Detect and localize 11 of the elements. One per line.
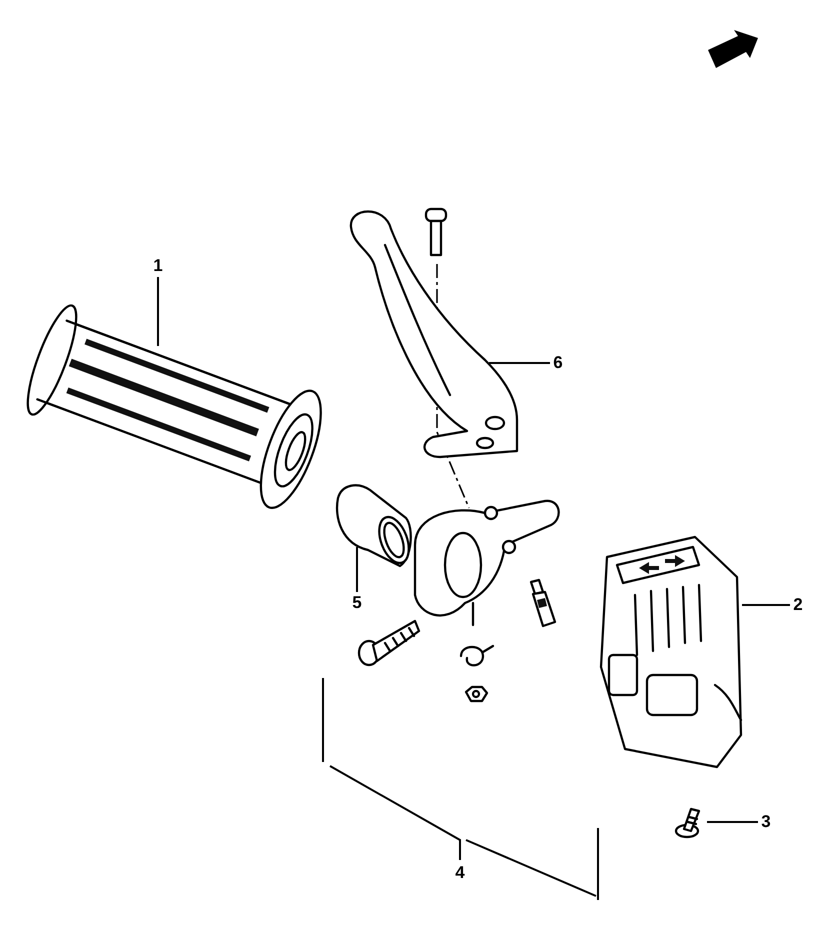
leader-line <box>157 277 159 346</box>
leader-line <box>489 362 550 364</box>
callout-number: 6 <box>550 352 566 374</box>
callout-number: 1 <box>150 255 166 277</box>
callout-number: 5 <box>349 592 365 614</box>
callout-number: 4 <box>454 862 466 884</box>
leader-line <box>742 604 790 606</box>
callout-number: 3 <box>758 811 774 833</box>
leader-line <box>707 821 758 823</box>
leader-line <box>356 547 358 592</box>
callout-number: 2 <box>790 594 806 616</box>
